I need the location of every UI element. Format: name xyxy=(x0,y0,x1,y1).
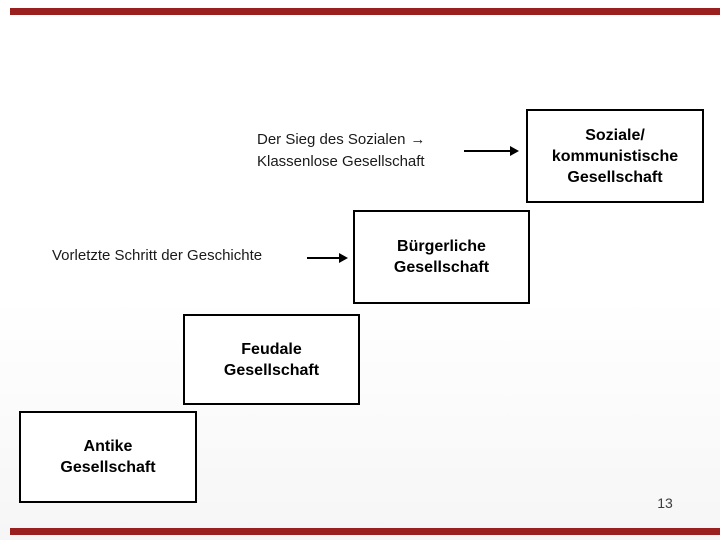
box-line: Gesellschaft xyxy=(223,361,320,379)
box-line: Bürgerliche xyxy=(397,238,486,255)
box-line: Antike xyxy=(83,438,133,455)
box-line: Gesellschaft xyxy=(393,259,490,276)
right-arrow-icon: → xyxy=(410,131,426,148)
caption-der-sieg-line1: Der Sieg des Sozialen→ xyxy=(257,129,425,151)
box-feudale-gesellschaft: Feudale Gesellschaft xyxy=(183,314,360,405)
caption-vorletzte-schritt: Vorletzte Schritt der Geschichte xyxy=(52,247,263,264)
box-line: Soziale/ xyxy=(585,126,645,144)
box-antike-gesellschaft: Antike Gesellschaft xyxy=(19,411,197,503)
arrow-to-buergerliche-box xyxy=(307,253,348,263)
box-line: Gesellschaft xyxy=(567,168,663,186)
box-line: Gesellschaft xyxy=(60,459,156,476)
box-buergerliche-gesellschaft: Bürgerliche Gesellschaft xyxy=(353,210,530,304)
top-accent-bar xyxy=(10,8,720,15)
page-number: 13 xyxy=(657,495,673,511)
box-line: kommunistische xyxy=(551,147,679,165)
box-line: Feudale xyxy=(241,340,302,358)
bottom-accent-bar xyxy=(10,528,720,535)
caption-text: Der Sieg des Sozialen xyxy=(257,131,406,148)
box-soziale-gesellschaft: Soziale/ kommunistische Gesellschaft xyxy=(526,109,704,203)
arrow-to-soziale-box xyxy=(464,146,519,156)
caption-der-sieg-line2: Klassenlose Gesellschaft xyxy=(257,153,425,170)
caption-der-sieg: Der Sieg des Sozialen→ Klassenlose Gesel… xyxy=(257,129,425,173)
